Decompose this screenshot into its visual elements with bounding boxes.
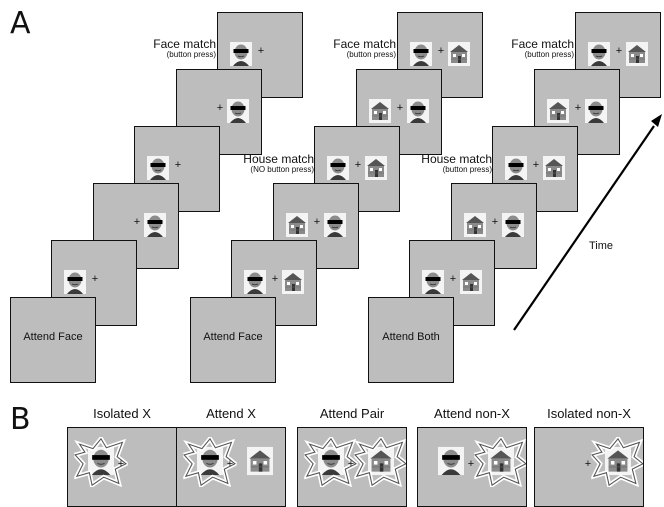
fixation-cross: + (216, 102, 224, 114)
face-icon (585, 99, 607, 123)
face-icon (505, 156, 527, 180)
fixation-cross: + (491, 216, 499, 228)
fixation-cross: + (574, 102, 582, 114)
panel-a-letter: A (10, 6, 31, 41)
condition-label: Isolated non-X (547, 406, 631, 421)
x-shape-icon (474, 437, 527, 487)
fixation-cross: + (313, 216, 321, 228)
condition-screen: + (417, 427, 527, 507)
house-match-text: House match (421, 152, 492, 166)
condition-label: Attend X (206, 406, 256, 421)
face-icon (147, 156, 169, 180)
fixation-cross: + (133, 216, 141, 228)
attend-cue-label: Attend Face (203, 331, 263, 343)
house-icon (365, 156, 387, 180)
attend-cue-label: Attend Both (382, 331, 440, 343)
house-icon (448, 42, 470, 66)
fixation-cross: + (467, 458, 475, 470)
face-icon (407, 99, 429, 123)
fixation-cross: + (226, 458, 234, 470)
attend-cue-screen: Attend Face (10, 297, 96, 383)
face-icon (227, 99, 249, 123)
face-icon (438, 446, 464, 481)
face-icon (244, 270, 266, 294)
face-match-text: Face match (333, 37, 396, 51)
attend-cue-screen: Attend Face (190, 297, 276, 383)
attend-cue-screen: Attend Both (368, 297, 454, 383)
face-icon (230, 42, 252, 66)
house-match-caption: House match(NO button press) (208, 153, 314, 175)
house-match-subtext: (button press) (442, 165, 492, 174)
fixation-cross: + (437, 45, 445, 57)
face-icon (502, 213, 524, 237)
face-icon (64, 270, 86, 294)
x-shape-icon (591, 437, 644, 487)
face-match-caption: Face match(button press) (468, 38, 574, 60)
house-icon (247, 446, 273, 481)
fixation-cross: + (117, 458, 125, 470)
face-icon (588, 42, 610, 66)
fixation-cross: + (257, 45, 265, 57)
condition-label: Attend non-X (434, 406, 510, 421)
time-label: Time (589, 240, 614, 252)
face-match-text: Face match (153, 37, 216, 51)
fixation-cross: + (449, 273, 457, 285)
house-icon (282, 270, 304, 294)
face-icon (422, 270, 444, 294)
fixation-cross: + (532, 159, 540, 171)
fixation-cross: + (615, 45, 623, 57)
house-match-caption: House match(button press) (386, 153, 492, 175)
fixation-cross: + (347, 458, 355, 470)
trial-screen: + (314, 126, 400, 212)
house-icon (547, 99, 569, 123)
face-icon (324, 213, 346, 237)
face-match-subtext: (button press) (524, 50, 574, 59)
condition-label: Isolated X (93, 406, 151, 421)
condition-screen: + (534, 427, 644, 507)
fixation-cross: + (396, 102, 404, 114)
house-icon (626, 42, 648, 66)
attend-cue-label: Attend Face (23, 331, 83, 343)
face-icon (327, 156, 349, 180)
face-match-caption: Face match(button press) (110, 38, 216, 60)
face-match-caption: Face match(button press) (290, 38, 396, 60)
condition-label: Attend Pair (319, 406, 385, 421)
face-icon (144, 213, 166, 237)
fixation-cross: + (174, 159, 182, 171)
house-match-subtext: (NO button press) (250, 165, 314, 174)
house-icon (464, 213, 486, 237)
house-icon (543, 156, 565, 180)
panel-b-letter: B (10, 402, 31, 437)
fixation-cross: + (271, 273, 279, 285)
fixation-cross: + (91, 273, 99, 285)
x-shape-icon (354, 437, 407, 487)
condition-screen: + (176, 427, 286, 507)
face-match-subtext: (button press) (166, 50, 216, 59)
condition-screen: + (67, 427, 177, 507)
face-match-text: Face match (511, 37, 574, 51)
fixation-cross: + (354, 159, 362, 171)
condition-screen: + (297, 427, 407, 507)
house-icon (286, 213, 308, 237)
face-icon (410, 42, 432, 66)
house-icon (369, 99, 391, 123)
house-match-text: House match (243, 152, 314, 166)
house-icon (460, 270, 482, 294)
fixation-cross: + (584, 458, 592, 470)
face-match-subtext: (button press) (346, 50, 396, 59)
